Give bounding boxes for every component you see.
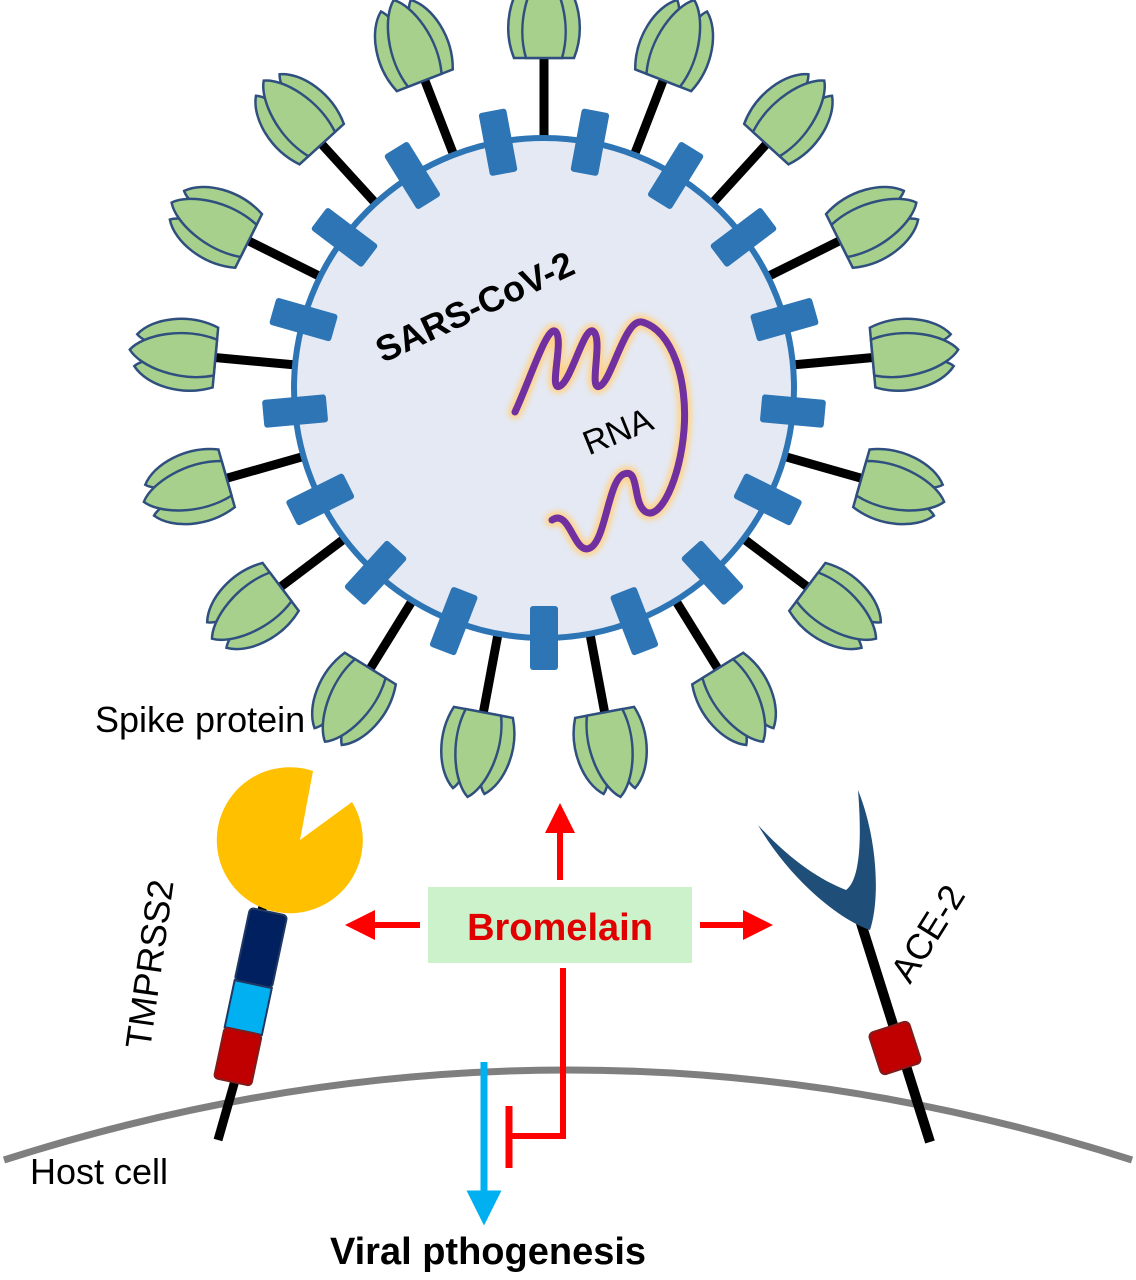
spike-lobe <box>170 197 259 259</box>
spike-stalk <box>628 76 669 162</box>
spike-lobe <box>794 571 878 642</box>
membrane-protein <box>681 540 744 605</box>
membrane-protein <box>384 141 441 209</box>
spike-head <box>310 651 398 747</box>
spike-lobe <box>128 331 219 379</box>
spike-lobe <box>585 707 634 799</box>
spike-stalk <box>317 139 383 210</box>
viral-pathogenesis-label: Viral pthogenesis <box>330 1231 646 1273</box>
spike-stalk <box>213 352 301 370</box>
spike-stalk <box>705 139 771 210</box>
spike-head <box>128 317 220 392</box>
membrane-protein <box>647 141 704 209</box>
membrane-protein <box>286 473 355 526</box>
spike-head <box>787 561 883 651</box>
host-cell-membrane <box>2 1066 1134 1164</box>
spike-stalk <box>478 628 504 716</box>
membrane-protein-group <box>262 108 826 670</box>
membrane-protein <box>344 540 407 605</box>
ace2-receptor <box>758 790 935 1144</box>
membrane-protein <box>530 606 558 670</box>
membrane-protein <box>610 587 659 656</box>
spike-stalk <box>669 593 723 673</box>
spike-stalk <box>761 235 844 283</box>
membrane-protein <box>733 473 802 526</box>
spike-lobe <box>454 707 503 799</box>
spike-stalk <box>584 628 610 716</box>
membrane-protein <box>429 587 478 656</box>
membrane-protein <box>570 108 610 176</box>
spike-head <box>633 0 715 93</box>
spike-head <box>142 447 237 526</box>
spike-head <box>572 705 649 799</box>
spike-lobe <box>855 459 946 512</box>
spike-lobe <box>321 657 388 744</box>
spike-head <box>373 0 455 93</box>
spike-stalk <box>419 76 460 162</box>
membrane-protein <box>311 208 378 267</box>
spike-head <box>168 185 264 270</box>
spike-lobe <box>210 571 294 642</box>
spike-stalk <box>276 532 352 592</box>
spike-head <box>742 72 834 166</box>
spike-lobe <box>751 79 826 158</box>
spike-lobe <box>386 0 443 89</box>
bromelain-box <box>428 887 692 963</box>
membrane-protein <box>262 394 328 428</box>
spike-lobe <box>142 459 233 512</box>
spike-head <box>254 72 346 166</box>
ace2-label: ACE-2 <box>882 878 973 990</box>
host-cell-label: Host cell <box>30 1151 168 1192</box>
rna-strand <box>508 315 692 556</box>
spike-lobe <box>700 657 767 744</box>
spike-head <box>507 0 581 60</box>
spike-lobe <box>645 0 702 89</box>
spike-head <box>824 185 920 270</box>
bromelain-label: Bromelain <box>467 907 653 949</box>
spike-lobe <box>521 0 567 60</box>
spike-lobe <box>869 331 960 379</box>
spike-stalk <box>244 235 327 283</box>
spike-head <box>868 317 960 392</box>
membrane-protein <box>750 298 819 342</box>
spike-head <box>690 651 778 747</box>
tmprss2-label: TMPRSS2 <box>117 877 181 1051</box>
ace2-head-shape <box>758 790 876 930</box>
spike-stalk <box>223 450 310 484</box>
spike-lobe <box>829 197 918 259</box>
spike-stalk <box>365 593 419 673</box>
bromelain-inhibition-line <box>510 968 566 1139</box>
spike-stalk <box>736 532 812 592</box>
membrane-protein <box>269 298 338 342</box>
spike-protein-group <box>128 0 960 799</box>
tmprss2-receptor <box>213 767 363 1142</box>
membrane-protein <box>710 208 777 267</box>
tmprss2-head-shape <box>216 767 363 914</box>
spike-stalk <box>787 352 875 370</box>
membrane-protein <box>760 394 826 428</box>
spike-stalk <box>778 450 865 484</box>
spike-protein-label: Spike protein <box>95 699 305 740</box>
membrane-protein <box>478 108 518 176</box>
spike-head <box>851 447 946 526</box>
spike-head <box>439 705 516 799</box>
spike-lobe <box>262 79 337 158</box>
spike-head <box>205 561 301 651</box>
